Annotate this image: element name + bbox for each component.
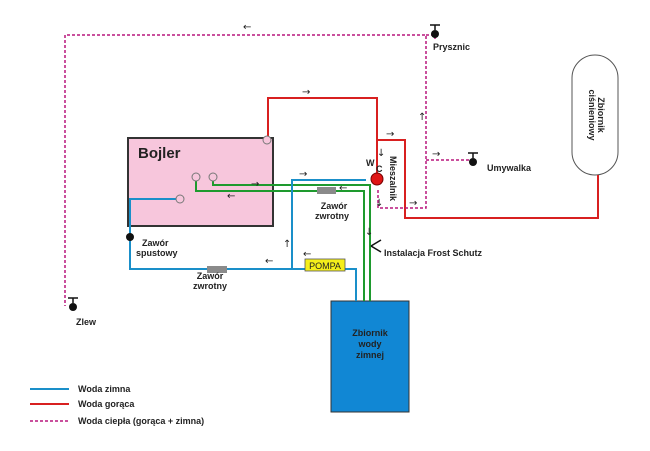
drain-valve-icon xyxy=(126,233,134,241)
hot-water-pipes xyxy=(267,97,599,219)
check-valve-lower-label-1: Zawór xyxy=(197,271,224,281)
arrow-icon: ← xyxy=(227,191,235,202)
frost-arrow-icon xyxy=(370,245,382,253)
legend-cold-label: Woda zimna xyxy=(78,384,131,394)
drain-valve-label-1: Zawór xyxy=(142,238,169,248)
legend: Woda zimna Woda gorąca Woda ciepła (gorą… xyxy=(30,384,204,426)
mixer-label: Mieszalnik xyxy=(388,156,398,202)
mixer-w-label: W xyxy=(366,158,375,168)
pressure-tank-label-1: Zbiornik xyxy=(596,97,606,133)
check-valve-upper-label-2: zwrotny xyxy=(315,211,349,221)
arrow-icon: ↑ xyxy=(418,112,426,123)
legend-hot-label: Woda gorąca xyxy=(78,399,135,409)
boiler-port-2 xyxy=(208,172,218,182)
flow-arrows: ← → → ↑ → → ↓ → ← → ← ↑ ← ← ↓ ↓ xyxy=(227,22,440,267)
arrow-icon: ← xyxy=(339,183,347,194)
sink-label: Zlew xyxy=(76,317,97,327)
check-valve-lower-label-2: zwrotny xyxy=(193,281,227,291)
mixer-valve xyxy=(370,172,384,186)
pump-label: POMPA xyxy=(309,261,341,271)
pressure-tank-label-2: ciśnieniowy xyxy=(587,89,597,140)
warm-water-pipes xyxy=(64,34,470,306)
boiler-port-1 xyxy=(191,172,201,182)
arrow-icon: → xyxy=(302,87,310,98)
arrow-icon: ↓ xyxy=(365,227,373,238)
sink-tap-icon xyxy=(68,297,78,311)
cold-tank-label-2: wody xyxy=(357,339,381,349)
arrow-icon: ← xyxy=(303,249,311,260)
pump xyxy=(304,258,346,272)
mixer-c-label: C xyxy=(376,164,383,174)
arrow-icon: ↑ xyxy=(283,239,291,250)
arrow-icon: ↓ xyxy=(377,148,385,159)
shower-tap-icon xyxy=(430,24,440,38)
check-valve-lower xyxy=(207,266,227,273)
legend-warm-label: Woda ciepła (gorąca + zimna) xyxy=(78,416,204,426)
arrow-icon: ↓ xyxy=(375,198,383,209)
boiler-port-4 xyxy=(262,135,272,145)
boiler-label: Bojler xyxy=(138,145,181,162)
arrow-icon: ← xyxy=(265,256,273,267)
arrow-icon: → xyxy=(299,169,307,180)
arrow-icon: → xyxy=(251,179,259,190)
cold-water-tank xyxy=(330,300,410,413)
pressure-tank xyxy=(571,54,619,176)
drain-valve-label-2: spustowy xyxy=(136,248,178,258)
frost-label: Instalacja Frost Schutz xyxy=(384,248,483,258)
check-valve-upper-label-1: Zawór xyxy=(321,201,348,211)
cold-tank-label-1: Zbiornik xyxy=(352,328,388,338)
cold-water-pipes xyxy=(129,179,366,301)
washbasin-label: Umywalka xyxy=(487,163,532,173)
check-valve-upper xyxy=(317,187,336,194)
washbasin-tap-icon xyxy=(468,152,478,166)
boiler-port-3 xyxy=(175,194,185,204)
boiler xyxy=(127,137,274,227)
cold-tank-label-3: zimnej xyxy=(356,350,384,360)
frost-arrow-icon-2 xyxy=(370,239,382,247)
arrow-icon: → xyxy=(432,149,440,160)
arrow-icon: → xyxy=(409,198,417,209)
arrow-icon: → xyxy=(386,129,394,140)
shower-label: Prysznic xyxy=(433,42,470,52)
arrow-icon: ← xyxy=(243,22,251,33)
